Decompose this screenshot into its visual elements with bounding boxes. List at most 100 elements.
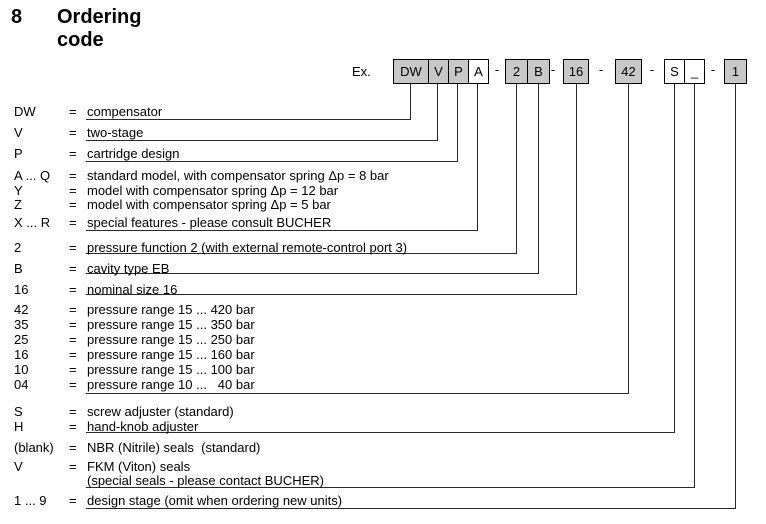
row-description: cartridge design	[87, 146, 180, 161]
legend-row-nbr: (blank) = NBR (Nitrile) seals (standard)	[0, 440, 260, 455]
dash-separator: -	[550, 62, 556, 77]
row-description: (special seals - please contact BUCHER)	[87, 473, 324, 488]
legend-row-16b: 16 = pressure range 15 ... 160 bar	[0, 347, 255, 362]
equals-sign: =	[69, 146, 77, 161]
row-code: 16	[14, 282, 29, 297]
equals-sign: =	[69, 302, 77, 317]
connector-v-42	[628, 84, 629, 393]
dash-separator: -	[710, 62, 716, 77]
code-box-2: 2	[505, 59, 528, 84]
connector-v-a	[477, 84, 478, 230]
connector-h-blank	[86, 487, 695, 488]
legend-row-b: B = cavity type EB	[0, 261, 169, 276]
legend-row-xr: X ... R = special features - please cons…	[0, 215, 331, 230]
connector-h-16	[86, 294, 577, 295]
legend-row-04: 04 = pressure range 10 ... 40 bar	[0, 377, 255, 392]
code-box-a: A	[468, 59, 489, 84]
row-description: pressure range 15 ... 100 bar	[87, 362, 255, 377]
row-description: FKM (Viton) seals	[87, 459, 191, 474]
code-box-p: P	[448, 59, 469, 84]
row-code: 10	[14, 362, 29, 377]
connector-v-1	[735, 84, 736, 508]
row-code: B	[14, 261, 23, 276]
connector-h-1	[86, 508, 736, 509]
code-box-42: 42	[615, 59, 642, 84]
row-description: model with compensator spring Δp = 5 bar	[87, 197, 331, 212]
equals-sign: =	[69, 332, 77, 347]
row-code: A ... Q	[14, 168, 51, 183]
row-description: nominal size 16	[87, 282, 178, 297]
row-description: two-stage	[87, 125, 144, 140]
legend-row-h: H = hand-knob adjuster	[0, 419, 198, 434]
connector-h-v	[86, 140, 438, 141]
dash-separator: -	[598, 62, 604, 77]
connector-v-2	[516, 84, 517, 253]
equals-sign: =	[69, 419, 77, 434]
row-description: screw adjuster (standard)	[87, 404, 234, 419]
equals-sign: =	[69, 493, 77, 508]
connector-h-b	[86, 273, 539, 274]
connector-h-42	[86, 393, 629, 394]
equals-sign: =	[69, 197, 77, 212]
row-description: design stage (omit when ordering new uni…	[87, 493, 343, 508]
row-code: (blank)	[14, 440, 54, 455]
row-description: pressure range 10 ... 40 bar	[87, 377, 255, 392]
row-code: V	[14, 459, 23, 474]
row-code: 35	[14, 317, 29, 332]
equals-sign: =	[69, 125, 77, 140]
row-description: special features - please consult BUCHER	[87, 215, 332, 230]
equals-sign: =	[69, 362, 77, 377]
row-code: 2	[14, 240, 22, 255]
connector-h-s	[86, 432, 675, 433]
equals-sign: =	[69, 404, 77, 419]
legend-row-42: 42 = pressure range 15 ... 420 bar	[0, 302, 255, 317]
legend-row-dw: DW = compensator	[0, 104, 162, 119]
row-code: S	[14, 404, 23, 419]
legend-row-16: 16 = nominal size 16	[0, 282, 177, 297]
row-description: compensator	[87, 104, 163, 119]
row-description: pressure function 2 (with external remot…	[87, 240, 408, 255]
legend-row-35: 35 = pressure range 15 ... 350 bar	[0, 317, 255, 332]
row-code: H	[14, 419, 24, 434]
legend-row-z: Z = model with compensator spring Δp = 5…	[0, 197, 331, 212]
connector-v-blank	[694, 84, 695, 487]
row-code: P	[14, 146, 23, 161]
legend-row-fkm: V = FKM (Viton) seals	[0, 459, 190, 474]
row-code: 42	[14, 302, 29, 317]
legend-row-design-stage: 1 ... 9 = design stage (omit when orderi…	[0, 493, 342, 508]
connector-h-p	[86, 161, 458, 162]
equals-sign: =	[69, 440, 77, 455]
legend-row-special-seals: (special seals - please contact BUCHER)	[0, 473, 324, 488]
code-box-s: S	[664, 59, 685, 84]
legend-row-s: S = screw adjuster (standard)	[0, 404, 234, 419]
equals-sign: =	[69, 459, 77, 474]
legend-row-y: Y = model with compensator spring Δp = 1…	[0, 183, 338, 198]
row-code: 25	[14, 332, 29, 347]
equals-sign: =	[69, 168, 77, 183]
equals-sign: =	[69, 183, 77, 198]
equals-sign: =	[69, 377, 77, 392]
equals-sign: =	[69, 282, 77, 297]
connector-h-2	[86, 253, 517, 254]
row-code: 1 ... 9	[14, 493, 47, 508]
row-description: pressure range 15 ... 420 bar	[87, 302, 255, 317]
connector-v-16	[576, 84, 577, 294]
connector-v-b	[538, 84, 539, 273]
row-description: cavity type EB	[87, 261, 170, 276]
code-box-1: 1	[724, 59, 747, 84]
connector-v-s	[674, 84, 675, 432]
row-description: NBR (Nitrile) seals (standard)	[87, 440, 261, 455]
equals-sign: =	[69, 261, 77, 276]
connector-v-p	[457, 84, 458, 161]
row-code: V	[14, 125, 23, 140]
connector-h-dw	[86, 119, 411, 120]
example-label: Ex.	[352, 64, 371, 79]
equals-sign: =	[69, 347, 77, 362]
row-code: X ... R	[14, 215, 51, 230]
equals-sign: =	[69, 240, 77, 255]
code-box-blank: _	[684, 59, 705, 84]
legend-row-v: V = two-stage	[0, 125, 143, 140]
row-code: DW	[14, 104, 36, 119]
dash-separator: -	[494, 62, 500, 77]
code-box-16: 16	[563, 59, 589, 84]
